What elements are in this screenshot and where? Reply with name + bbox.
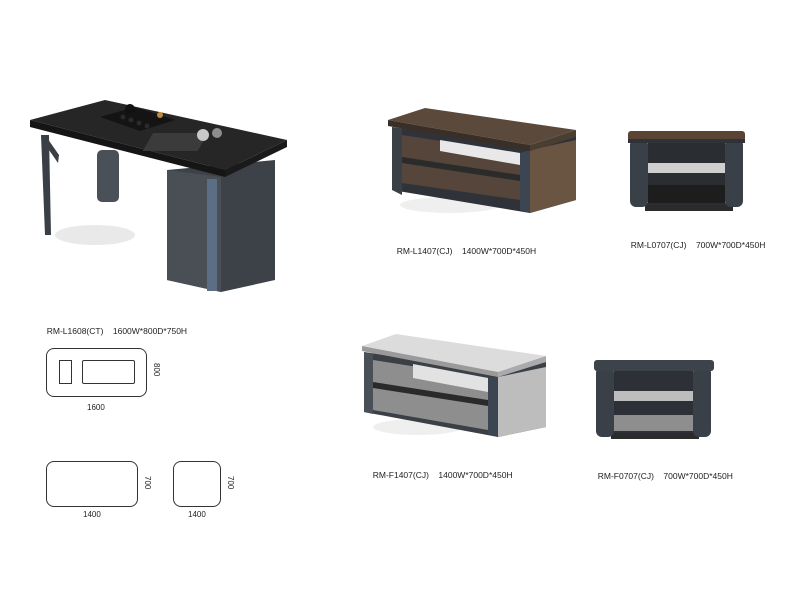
plan-width-label: 1600 [87,403,105,412]
product-dims: 700W*700D*450H [663,471,733,481]
product-caption-rm-l1407: RM-L1407(CJ) 1400W*700D*450H [392,236,536,256]
tea-desk-illustration [30,100,287,292]
product-dims: 1600W*800D*750H [112,326,188,336]
plan-width-label: 1400 [188,510,206,519]
coffee-table-rm-f1407-illustration [362,334,546,437]
product-code: RM-F1407(CJ) [372,470,429,480]
product-code: RM-L1407(CJ) [396,246,453,256]
plan-depth-label: 800 [152,363,161,377]
product-dims: 700W*700D*450H [695,240,766,250]
plan-width-label: 1400 [83,510,101,519]
plan-1600x800 [46,348,147,397]
product-code: RM-F0707(CJ) [597,471,654,481]
plan-inset-small [59,360,72,384]
plan-inset-large [82,360,135,384]
product-caption-rm-f0707: RM-F0707(CJ) 700W*700D*450H [593,461,733,481]
side-table-rm-l0707-illustration [628,131,745,211]
product-dims: 1400W*700D*450H [438,470,513,480]
side-table-rm-f0707-illustration [594,360,714,439]
coffee-table-rm-l1407-illustration [388,108,576,213]
product-caption-rm-l0707: RM-L0707(CJ) 700W*700D*450H [626,230,766,250]
product-caption-rm-f1407: RM-F1407(CJ) 1400W*700D*450H [368,460,513,480]
plan-700x700 [173,461,221,507]
plan-depth-label: 700 [226,476,235,490]
product-code: RM-L1608(CT) [46,326,104,336]
plan-depth-label: 700 [143,476,152,490]
product-dims: 1400W*700D*450H [461,246,537,256]
product-caption-rm-l1608: RM-L1608(CT) 1600W*800D*750H [42,316,187,336]
product-code: RM-L0707(CJ) [630,240,687,250]
plan-1400x700 [46,461,138,507]
